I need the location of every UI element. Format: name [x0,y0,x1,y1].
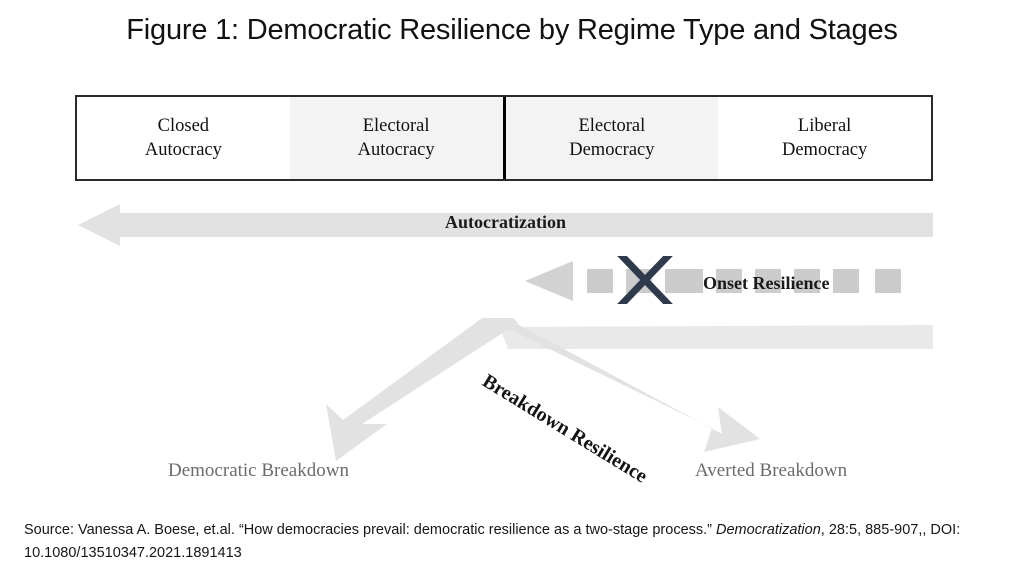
regime-label-line1: Liberal [797,115,852,136]
regime-cell-liberal-democracy: Liberal Democracy [718,97,931,179]
regime-label-line2: Autocracy [357,140,435,160]
regime-cell-electoral-democracy: Electoral Democracy [502,97,719,179]
regime-cell-closed-autocracy: Closed Autocracy [77,97,290,179]
regime-label-line1: Electoral [362,115,430,136]
cross-x-icon [617,256,673,304]
regime-label-line2: Autocracy [144,140,222,160]
averted-breakdown-label: Averted Breakdown [695,460,848,481]
regime-label-line2: Democracy [781,140,868,160]
source-line1-pre: Source: Vanessa A. Boese, et.al. “How de… [24,522,717,538]
autocratization-arrow-icon [78,204,933,246]
regime-cell-electoral-autocracy: Electoral Autocracy [289,97,503,179]
page-title: Figure 1: Democratic Resilience by Regim… [126,14,898,46]
regime-label-line2: Democracy [569,140,655,160]
democratic-breakdown-label: Democratic Breakdown [168,460,349,481]
onset-resilience-arrow-icon [525,256,901,304]
source-line1-post: , [820,522,825,538]
breakdown-resilience-arrows-icon [326,318,933,461]
regime-label-line1: Electoral [578,115,646,136]
regime-spectrum: Closed Autocracy Electoral Autocracy Ele… [75,95,933,181]
source-note: Source: Vanessa A. Boese, et.al. “How de… [24,519,1009,566]
onset-resilience-label: Onset Resilience [703,273,830,293]
regime-label-line1: Closed [157,115,210,136]
source-journal-name: Democratization [716,522,821,538]
source-line2: 28:5, 885-907,, DOI: 10.1080/13510347.20… [24,522,961,562]
